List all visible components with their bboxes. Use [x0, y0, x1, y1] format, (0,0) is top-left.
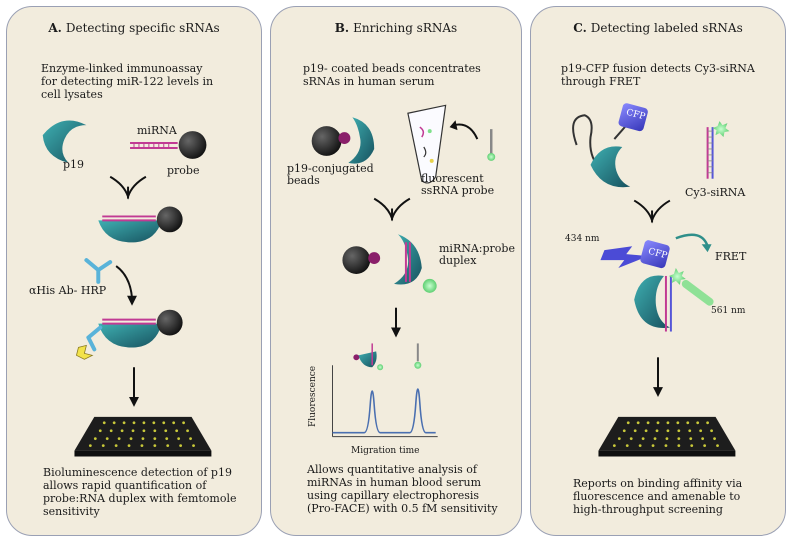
panel-b-title: B.Enriching sRNAs	[334, 21, 458, 35]
p19-label: p19	[63, 158, 85, 171]
panel-b-description: p19- coated beads concentrates sRNAs in …	[303, 62, 481, 88]
microplate-icon	[598, 416, 736, 457]
probe-label: probe	[167, 164, 200, 177]
panel-a-illustration	[42, 120, 212, 457]
fret-label: FRET	[715, 250, 747, 263]
mirna-label: miRNA	[137, 124, 177, 137]
panel-c-description: p19-CFP fusion detects Cy3-siRNA through…	[561, 62, 755, 88]
cy3-sirna-icon	[706, 121, 730, 179]
antibody-bound-complex-icon	[75, 309, 183, 360]
cy3-sirna-label: Cy3-siRNA	[685, 186, 746, 199]
panel-a: A.Detecting specific sRNAs Enzyme-linked…	[6, 6, 262, 536]
panel-a-footer: Bioluminescence detection of p19 allows …	[43, 466, 237, 518]
panel-c-footer: Reports on binding affinity via fluoresc…	[573, 477, 743, 516]
electropherogram-chart	[332, 343, 438, 438]
bead-duplex-complex-icon	[342, 234, 437, 293]
y-axis-label: Fluorescence	[308, 365, 318, 427]
mirna-probe-icon	[130, 131, 207, 159]
p19-cfp-fusion-icon	[572, 103, 648, 188]
p19-bead-icon	[311, 117, 375, 164]
x-axis-label: Migration time	[351, 446, 420, 456]
fret-complex-icon	[634, 233, 714, 332]
panel-c-illustration	[572, 103, 736, 457]
p19-protein-icon	[42, 120, 87, 163]
panel-b-footer: Allows quantitative analysis of miRNAs i…	[307, 463, 498, 515]
panel-c: C.Detecting labeled sRNAs p19-CFP fusion…	[530, 6, 786, 536]
emission-wavelength-label: 561 nm	[711, 306, 746, 316]
panel-a-title: A.Detecting specific sRNAs	[48, 21, 220, 35]
antibody-label: αHis Ab- HRP	[29, 284, 107, 297]
beads-label: p19-conjugated beads	[287, 162, 374, 187]
panel-b-illustration	[311, 104, 496, 438]
panel-a-description: Enzyme-linked immunoassay for detecting …	[41, 62, 214, 101]
ssrna-probe-label: fluorescent ssRNA probe	[421, 172, 495, 197]
microplate-icon	[74, 416, 212, 457]
duplex-label: miRNA:probe duplex	[439, 242, 515, 267]
panel-c-title: C.Detecting labeled sRNAs	[573, 21, 743, 35]
excitation-bolt-icon	[600, 246, 649, 269]
test-tube-icon	[407, 104, 447, 184]
panel-b: B.Enriching sRNAs p19- coated beads conc…	[270, 6, 522, 536]
p19-duplex-complex-icon	[98, 206, 183, 243]
fluorescent-probe-icon	[487, 129, 496, 161]
antibody-icon	[84, 258, 113, 284]
excitation-wavelength-label: 434 nm	[565, 234, 600, 244]
